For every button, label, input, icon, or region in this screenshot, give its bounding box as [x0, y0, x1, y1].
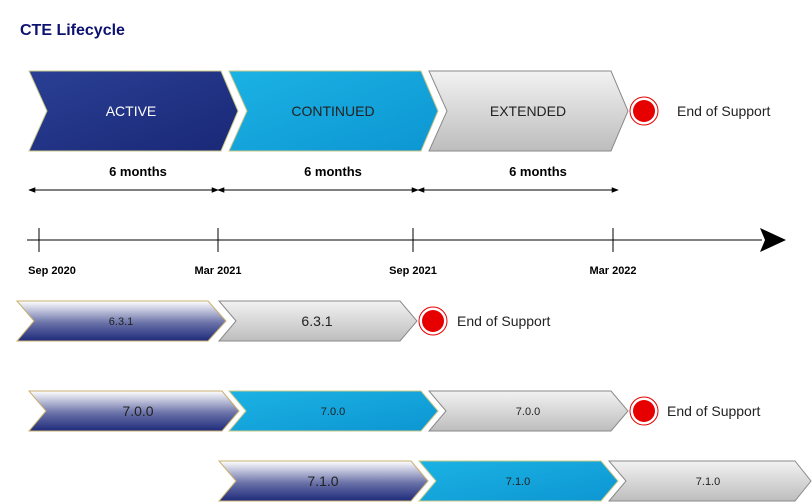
end-of-support-label: End of Support: [677, 103, 771, 119]
end-of-support-marker: [629, 96, 659, 126]
timeline-date: Sep 2021: [389, 265, 437, 277]
release-stage-label: 7.0.0: [516, 406, 540, 418]
release-stage-label: 7.1.0: [506, 476, 530, 488]
duration-label: 6 months: [109, 164, 167, 179]
phase-active: ACTIVE: [28, 70, 239, 152]
release-stage-label: 7.0.0: [321, 406, 345, 418]
phase-extended: EXTENDED: [428, 70, 629, 152]
release-row-7-0-0: 7.0.0 7.0.0 7.0.0 End of Support: [27, 390, 761, 432]
phase-label: CONTINUED: [291, 103, 374, 119]
duration-label: 6 months: [304, 164, 362, 179]
timeline-date: Mar 2022: [589, 265, 636, 277]
timeline-date: Mar 2021: [194, 265, 241, 277]
release-row-6-3-1: 6.3.1 6.3.1 End of Support: [15, 300, 551, 342]
phase-label: ACTIVE: [106, 103, 157, 119]
phase-label: EXTENDED: [490, 103, 566, 119]
page-title: CTE Lifecycle: [20, 22, 125, 39]
end-of-support-label: End of Support: [667, 403, 761, 419]
release-stage-label: 7.1.0: [307, 473, 338, 489]
phase-continued: CONTINUED: [228, 70, 439, 152]
release-stage-label: 6.3.1: [301, 313, 332, 329]
release-stage-label: 6.3.1: [109, 316, 133, 328]
release-stage-label: 7.1.0: [696, 476, 720, 488]
release-row-7-1-0: 7.1.0 7.1.0 7.1.0: [217, 460, 812, 502]
end-of-support-label: End of Support: [457, 313, 551, 329]
timeline-axis: [27, 228, 786, 252]
duration-label: 6 months: [509, 164, 567, 179]
timeline-date: Sep 2020: [28, 265, 76, 277]
release-stage-label: 7.0.0: [122, 403, 153, 419]
